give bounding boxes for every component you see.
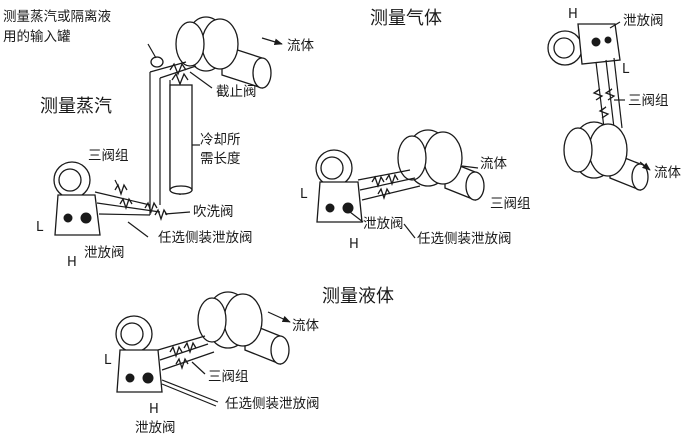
gas-manifold-label: 三阀组 <box>490 196 531 212</box>
steam-manifold <box>94 183 168 222</box>
gas-flow-label: 流体 <box>480 156 507 172</box>
steam-process-pipe <box>175 16 272 89</box>
gas-heading: 测量气体 <box>370 8 442 29</box>
gas-right-vent-label: 泄放阀 <box>623 13 664 29</box>
steam-installation: 测量蒸汽或隔离液 用的输入罐 流体 截止阀 测量蒸汽 冷却所 需长度 三阀组 吹… <box>3 8 314 270</box>
liquid-L-label: L <box>104 353 112 368</box>
gas-right-transmitter <box>547 23 621 66</box>
steam-heading: 测量蒸汽 <box>40 96 112 117</box>
gas-H-label: H <box>349 237 359 252</box>
steam-H-label: H <box>67 255 77 270</box>
liquid-installation: 测量液体 流体 三阀组 任选侧装泄放阀 <box>104 286 394 436</box>
gas-vent-leader <box>349 211 364 223</box>
steam-flow-arrow <box>261 37 283 46</box>
gas-right-process-pipe <box>563 121 649 191</box>
gas-right-manifold-label: 三阀组 <box>628 93 669 109</box>
steam-manifold-label: 三阀组 <box>88 148 129 164</box>
gas-flow-leader <box>461 165 479 169</box>
liquid-transmitter <box>115 315 163 393</box>
steam-blow-valve-label: 吹洗阀 <box>193 204 234 220</box>
gas-transmitter <box>315 149 363 223</box>
steam-flow-label: 流体 <box>287 38 314 54</box>
liquid-H-label: H <box>149 402 159 417</box>
steam-vessel-label-2: 用的输入罐 <box>3 29 71 45</box>
gas-right-flow-arrow <box>639 161 651 171</box>
gas-vent-label: 泄放阀 <box>363 216 404 232</box>
gas-optional-vent-label: 任选侧装泄放阀 <box>417 231 512 247</box>
gas-manifold <box>357 169 421 201</box>
liquid-heading: 测量液体 <box>322 286 394 307</box>
gas-right-impulse-lines <box>592 57 623 129</box>
gas-right-installation: 泄放阀 三阀组 流体 H L <box>547 7 682 191</box>
steam-cooling-label-2: 需长度 <box>200 151 241 167</box>
steam-L-label: L <box>36 220 44 235</box>
steam-leaders <box>114 43 213 238</box>
liquid-optional-vent-label: 任选侧装泄放阀 <box>225 396 320 412</box>
steam-cooling-column <box>150 56 193 195</box>
steam-optional-vent-label: 任选侧装泄放阀 <box>158 230 253 246</box>
gas-right-vent-leader <box>609 21 621 29</box>
steam-cooling-label-1: 冷却所 <box>200 132 241 148</box>
steam-transmitter <box>53 161 101 236</box>
gas-left-installation: 测量气体 流体 三阀组 泄放阀 任选侧装泄放阀 <box>300 8 531 252</box>
liquid-flow-arrow <box>267 311 291 323</box>
steam-vessel-label-1: 测量蒸汽或隔离液 <box>3 8 111 25</box>
gas-right-H-label: H <box>568 7 578 22</box>
steam-stop-valve-label: 截止阀 <box>216 84 257 100</box>
gas-L-label: L <box>300 187 308 202</box>
gas-opt-vent-leader <box>403 223 416 239</box>
liquid-process-pipe <box>197 291 290 365</box>
steam-vent-label: 泄放阀 <box>84 245 125 261</box>
gas-right-flow-label: 流体 <box>654 165 682 181</box>
liquid-vent-label: 泄放阀 <box>135 420 176 436</box>
liquid-manifold-leader <box>191 361 206 375</box>
liquid-manifold-label: 三阀组 <box>208 369 249 385</box>
gas-process-pipe <box>397 129 485 201</box>
liquid-flow-label: 流体 <box>292 318 319 334</box>
gas-right-L-label: L <box>622 62 630 77</box>
liquid-manifold <box>157 335 219 407</box>
